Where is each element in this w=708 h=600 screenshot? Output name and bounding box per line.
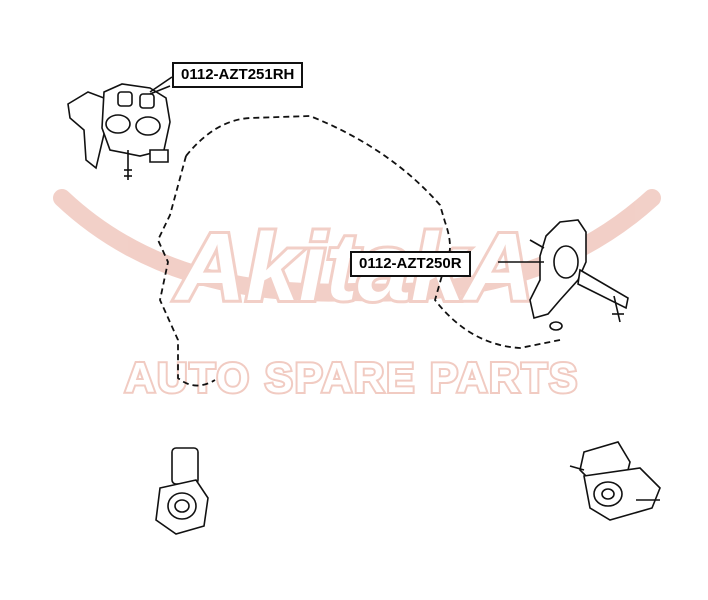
callout-label-r: 0112-AZT250R bbox=[350, 251, 471, 277]
mount-r-drawing bbox=[529, 219, 629, 331]
mount-lower-right-drawing bbox=[569, 441, 661, 521]
engine-outline bbox=[157, 115, 561, 387]
watermark-tagline: AUTO SPARE PARTS bbox=[125, 354, 579, 401]
mount-lower-left-drawing bbox=[155, 447, 209, 535]
leader-line-rh bbox=[149, 76, 173, 93]
mount-rh-drawing bbox=[67, 83, 171, 180]
callout-label-rh: 0112-AZT251RH bbox=[172, 62, 304, 88]
